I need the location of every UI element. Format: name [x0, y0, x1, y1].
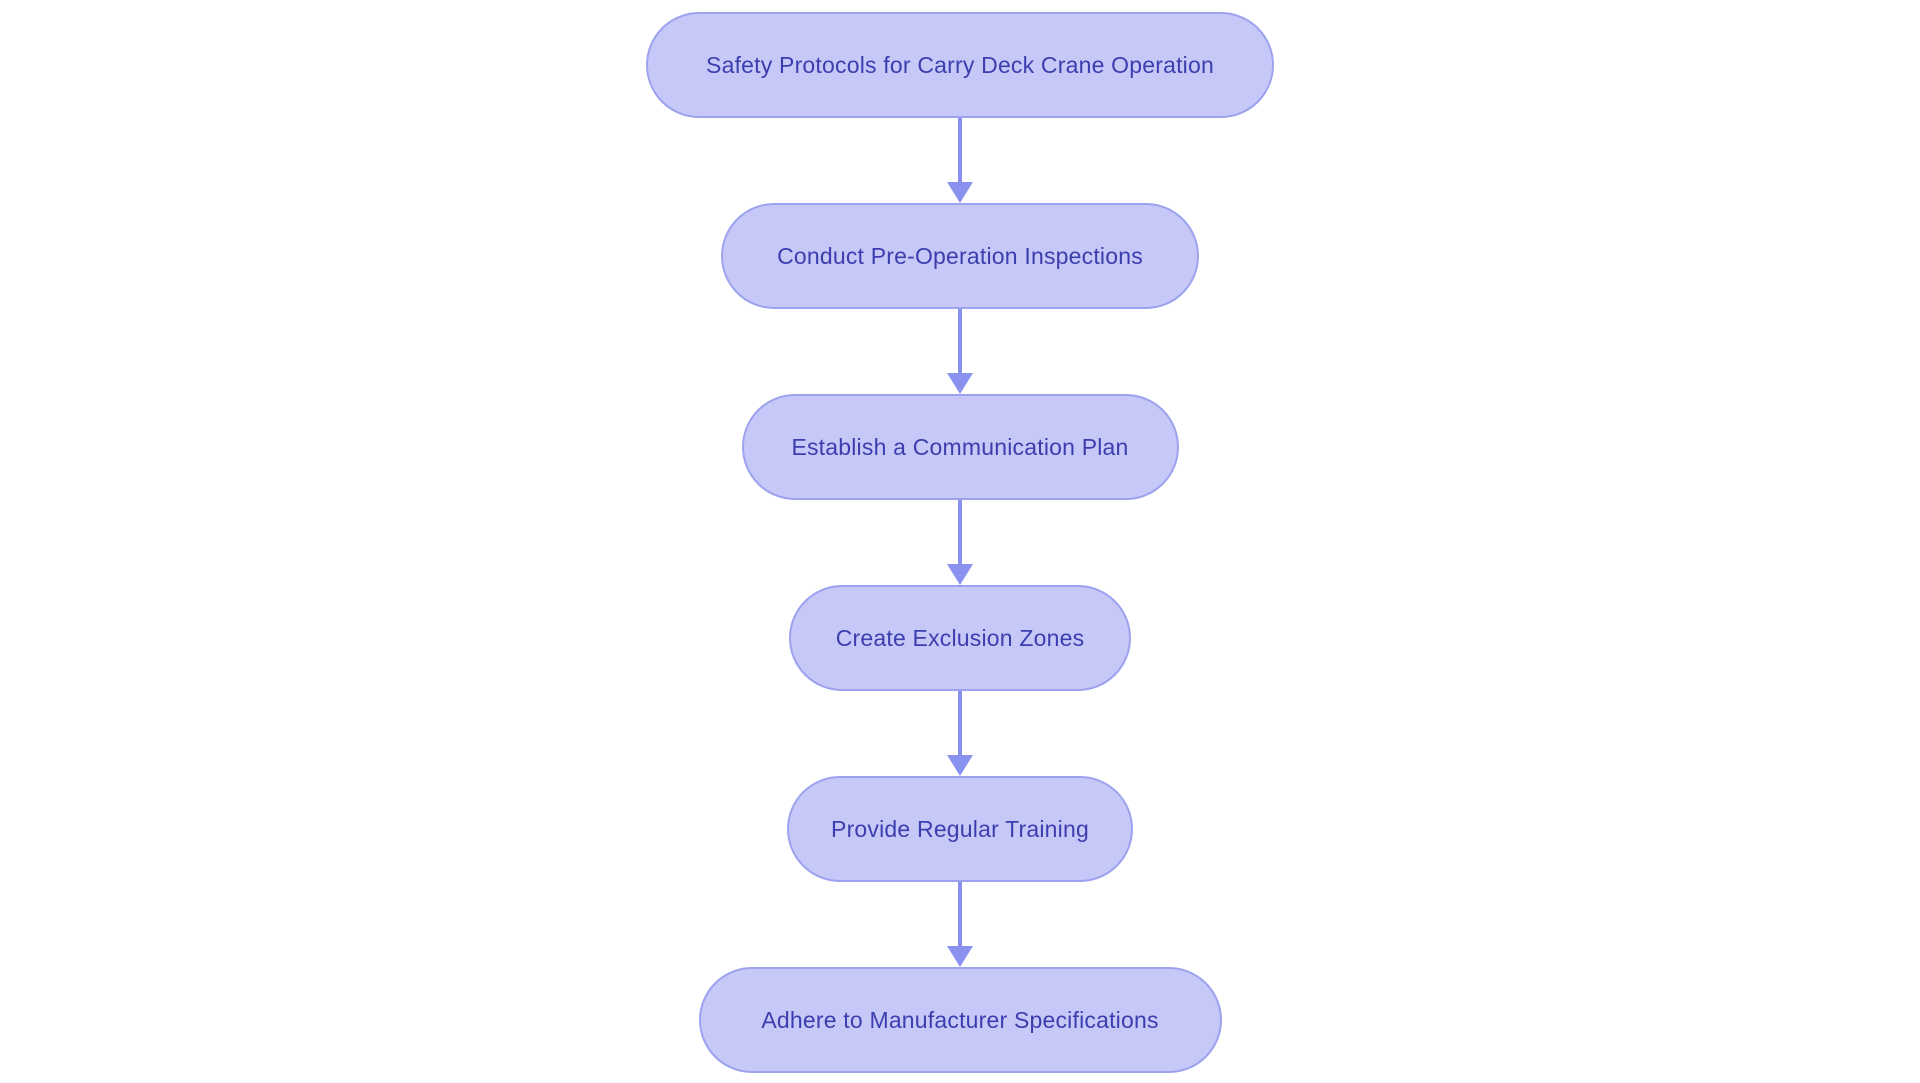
flow-arrow-5-6 [947, 882, 973, 967]
flowchart-node-communication-plan: Establish a Communication Plan [741, 394, 1179, 500]
arrow-stem [958, 500, 962, 564]
arrow-stem [958, 882, 962, 946]
arrow-head-down-icon [947, 182, 973, 203]
flowchart-node-regular-training: Provide Regular Training [787, 776, 1133, 882]
arrow-stem [958, 118, 962, 182]
arrow-head-down-icon [947, 946, 973, 967]
arrow-stem [958, 309, 962, 373]
flow-arrow-4-5 [947, 691, 973, 776]
node-label: Establish a Communication Plan [791, 433, 1129, 460]
node-label: Adhere to Manufacturer Specifications [761, 1006, 1159, 1033]
flowchart-node-safety-protocols: Safety Protocols for Carry Deck Crane Op… [646, 12, 1274, 118]
node-label: Create Exclusion Zones [835, 624, 1085, 651]
node-label: Safety Protocols for Carry Deck Crane Op… [706, 51, 1214, 78]
node-label: Conduct Pre-Operation Inspections [777, 242, 1143, 269]
arrow-head-down-icon [947, 755, 973, 776]
node-label: Provide Regular Training [831, 815, 1089, 842]
flow-arrow-3-4 [947, 500, 973, 585]
flow-arrow-1-2 [947, 118, 973, 203]
arrow-stem [958, 691, 962, 755]
arrow-head-down-icon [947, 564, 973, 585]
flowchart-node-exclusion-zones: Create Exclusion Zones [789, 585, 1131, 691]
flowchart-node-pre-operation-inspections: Conduct Pre-Operation Inspections [721, 203, 1199, 309]
flowchart-node-manufacturer-specifications: Adhere to Manufacturer Specifications [698, 967, 1222, 1073]
flow-arrow-2-3 [947, 309, 973, 394]
flowchart: Safety Protocols for Carry Deck Crane Op… [0, 12, 1920, 1073]
arrow-head-down-icon [947, 373, 973, 394]
